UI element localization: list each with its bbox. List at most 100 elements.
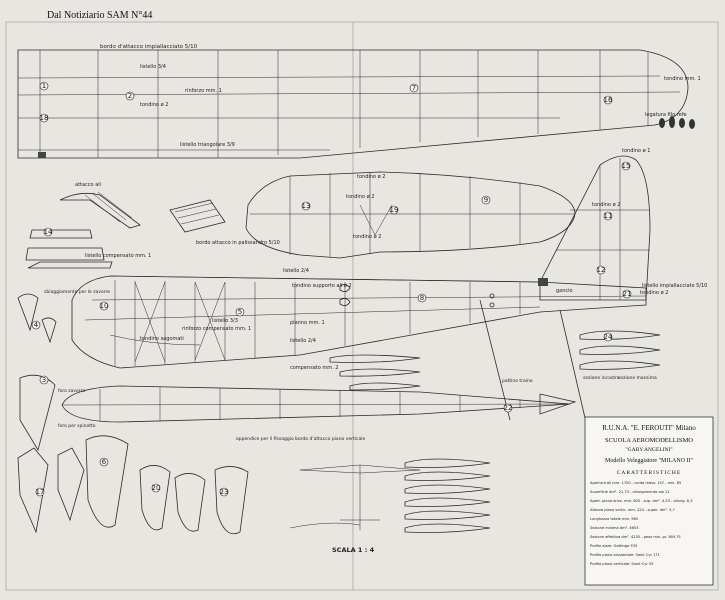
title-block: R.U.N.A. "E. FEROUTI" Milano SCUOLA AERO… — [584, 416, 714, 586]
svg-text:15: 15 — [622, 162, 631, 170]
attacco-ali-label: bordo attacco in palissandro 5/10 — [196, 240, 280, 246]
part-number-15: 15 — [622, 161, 631, 171]
part-number-2: 2 — [125, 91, 135, 101]
part-number-10: 10 — [100, 301, 109, 311]
part-number-17: 17 — [36, 487, 45, 497]
stab-label-2: tondino ø 2 — [346, 194, 374, 200]
svg-text:21: 21 — [623, 290, 632, 298]
sheet-border — [5, 21, 719, 591]
svg-text:14: 14 — [44, 228, 53, 236]
wing-outline — [17, 49, 689, 159]
svg-text:4: 4 — [34, 321, 39, 329]
title-model: Modello Veleggiatore "MILANO II" — [605, 458, 693, 464]
spec-line-0: Apertura ali mm. 1750 - corda mass. 157 … — [590, 481, 681, 485]
part-numbers: 1 2 3 4 5 6 7 8 9 10 11 12 13 14 15 16 1… — [31, 81, 632, 497]
part-number-24: 24 — [604, 332, 613, 342]
svg-text:6: 6 — [102, 458, 107, 466]
spec-line-6: Sezione effettiva dm². 4235 - peso min. … — [590, 535, 681, 539]
fuselage-side — [71, 275, 647, 369]
svg-text:11: 11 — [604, 212, 613, 220]
part-number-12: 12 — [597, 265, 605, 275]
part-number-22: 22 — [504, 403, 513, 413]
svg-text:3: 3 — [42, 376, 46, 384]
svg-text:24: 24 — [604, 333, 613, 341]
fuse-label-longitudinal: tondino ø 2 — [640, 290, 668, 296]
fuse-left-note: sbiaggiamento per le zavorre — [44, 289, 110, 295]
svg-text:13: 13 — [302, 202, 311, 210]
wing-label-tip-pin: tondino mm. 1 — [664, 76, 701, 82]
wing-ribs — [39, 50, 649, 158]
fin-planform — [539, 155, 651, 301]
fin-label-1: tondino ø 1 — [622, 148, 650, 154]
svg-text:22: 22 — [504, 404, 513, 412]
part-number-5: 5 — [235, 307, 245, 317]
wing-root-block — [38, 152, 46, 158]
wing-attachment-detail — [25, 191, 226, 269]
wing-label-legatura: legatura filo refe — [645, 112, 687, 118]
part-number-21: 21 — [623, 289, 632, 299]
fuse-label-piano: pianno mm. 1 — [290, 320, 325, 326]
wing-rib-profiles — [329, 330, 661, 533]
pattino-label: pattino traino — [502, 378, 533, 384]
fuselage-top — [61, 299, 586, 423]
title-school-sub: "GABY ANGELINI" — [625, 447, 672, 453]
appendice-label: appendice per il fissaggio bordo d'attac… — [236, 436, 366, 442]
fuselage-formers — [17, 293, 249, 535]
part-number-20: 20 — [152, 483, 161, 493]
svg-text:8: 8 — [420, 294, 424, 302]
svg-text:10: 10 — [100, 302, 109, 310]
header-caption: Dal Notiziario SAM N°44 — [47, 10, 153, 21]
fuse-label-gancio: gancio — [556, 288, 573, 294]
part-number-16: 16 — [604, 95, 613, 105]
sezione-incastro-label: sezione incastro — [583, 375, 620, 381]
wing-label-rinforzo: rinforzo mm. 1 — [185, 88, 222, 94]
spec-line-8: Profilo piano orizzontale: Saint Cyr 171 — [590, 553, 660, 557]
spec-line-1: Superficie dm². 21,73 - allungamento ala… — [590, 490, 670, 494]
stabilizer-planform — [245, 171, 576, 259]
wing-root-rib-top — [29, 229, 93, 239]
svg-text:20: 20 — [152, 484, 161, 492]
svg-text:23: 23 — [220, 488, 229, 496]
wing-label-triangle: listello triangolare 3/9 — [180, 142, 235, 148]
part-number-6: 6 — [99, 457, 109, 467]
fuse-label-listello3: listello 2/4 — [290, 338, 316, 344]
part-number-4: 4 — [31, 320, 41, 330]
spec-line-9: Profilo piano verticale: Saint Cyr 55 — [590, 562, 654, 566]
part-number-11: 11 — [604, 211, 613, 221]
foro-spinotto-label: foro per spinotto — [58, 423, 96, 429]
svg-text:17: 17 — [36, 488, 45, 496]
part-number-7: 7 — [409, 83, 419, 93]
spec-line-7: Profilo alare: Gottinga 535 — [590, 544, 637, 548]
spec-line-4: Lunghezza totale mm. 960 — [590, 517, 639, 521]
part-number-18: 18 — [40, 113, 49, 123]
fuse-label-compensato: compensato mm. 2 — [290, 365, 338, 371]
part-number-8: 8 — [417, 293, 427, 303]
part-number-14: 14 — [44, 227, 53, 237]
fin-label-2: tondino ø 2 — [592, 202, 620, 208]
glider-sketch — [289, 464, 421, 530]
penguin-logo — [659, 116, 695, 129]
fin-label-3: listello impiallacciato 5/10 — [642, 283, 707, 289]
fuse-label-ganci: tondino sagomati — [140, 336, 184, 342]
wing-root-rib-profile — [27, 261, 113, 269]
part-number-1: 1 — [39, 81, 49, 91]
fuse-label-rinforzo: rinforzo compensato mm. 1 — [182, 326, 251, 332]
attacco-label: attacco ali — [75, 182, 101, 188]
part-number-9: 9 — [481, 195, 491, 205]
svg-text:7: 7 — [412, 84, 416, 92]
fuse-label-listello: listello 2/4 — [283, 268, 309, 274]
wing-spar-2 — [17, 91, 681, 96]
svg-text:1: 1 — [42, 82, 46, 90]
scale-label: SCALA 1 : 4 — [332, 546, 375, 554]
spec-line-5: Sezione minima dm². 4653 — [590, 526, 638, 530]
svg-text:18: 18 — [40, 114, 49, 122]
part-number-19: 19 — [390, 205, 398, 215]
part-number-23: 23 — [220, 487, 229, 497]
wing-planform — [17, 49, 695, 159]
spec-line-2: Apert. piano orizz. mm. 600 - sup. dm². … — [590, 499, 693, 503]
part-number-13: 13 — [302, 201, 311, 211]
svg-text:2: 2 — [128, 92, 132, 100]
fuse-label-listello2: listello 3/3 — [212, 318, 238, 324]
fuse-label-ali-pin: tondino supporto ali ø 2 — [292, 283, 352, 289]
